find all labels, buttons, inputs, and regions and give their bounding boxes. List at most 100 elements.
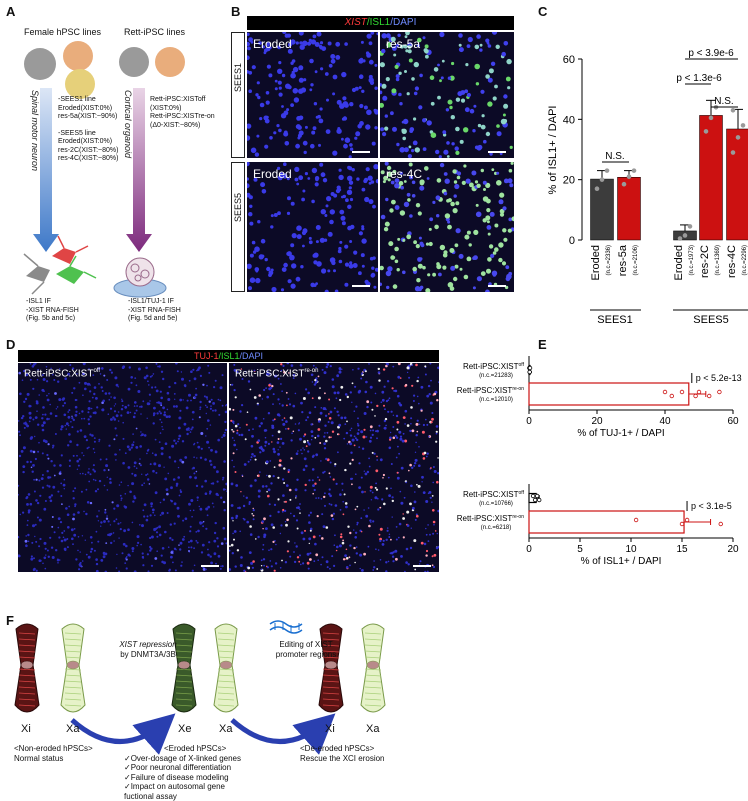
cell-nucleus-dot xyxy=(424,571,426,572)
cell-nucleus-dot xyxy=(405,410,408,413)
cell-nucleus-dot xyxy=(380,91,382,95)
cell-nucleus-dot xyxy=(385,198,388,201)
cell-nucleus-dot xyxy=(342,501,344,503)
cell-nucleus-dot xyxy=(129,491,132,494)
cell-nucleus-dot xyxy=(117,523,119,525)
cell-nucleus-dot xyxy=(298,65,303,70)
cell-nucleus-dot xyxy=(427,273,430,276)
cell-nucleus-dot xyxy=(340,509,342,511)
cell-nucleus-dot xyxy=(372,429,374,431)
cell-nucleus-dot xyxy=(427,524,429,526)
cell-nucleus-dot xyxy=(113,532,115,534)
cell-nucleus-dot xyxy=(25,423,28,426)
cell-nucleus-dot xyxy=(68,409,70,411)
cell-nucleus-dot xyxy=(192,467,195,470)
cell-nucleus-dot xyxy=(132,550,134,552)
cell-nucleus-dot xyxy=(188,550,190,552)
cell-nucleus-dot xyxy=(52,486,55,489)
cell-nucleus-dot xyxy=(324,407,327,410)
cell-nucleus-dot xyxy=(320,412,323,415)
cell-nucleus-dot xyxy=(509,169,513,173)
cell-nucleus-dot xyxy=(412,429,415,432)
cell-nucleus-dot xyxy=(267,65,271,69)
cell-nucleus-dot xyxy=(199,408,201,410)
cell-nucleus-dot xyxy=(116,504,119,507)
data-point xyxy=(704,129,709,134)
cell-nucleus-dot xyxy=(121,399,122,400)
cell-nucleus-dot xyxy=(78,568,80,570)
cell-nucleus-dot xyxy=(127,445,130,448)
cell-nucleus-dot xyxy=(279,459,282,462)
cell-nucleus-dot xyxy=(225,489,226,490)
cell-nucleus-dot xyxy=(108,392,110,394)
cell-nucleus-dot xyxy=(437,457,439,459)
cell-nucleus-dot xyxy=(269,136,273,140)
cell-nucleus-dot xyxy=(42,452,44,454)
cell-nucleus-dot xyxy=(41,424,44,427)
organoid-dish-icon xyxy=(114,258,166,297)
cell-nucleus-dot xyxy=(318,420,321,423)
cell-nucleus-dot xyxy=(315,42,320,47)
cell-nucleus-dot xyxy=(248,429,250,431)
cell-nucleus-dot xyxy=(82,535,83,536)
cell-nucleus-dot xyxy=(376,32,378,35)
cell-nucleus-dot xyxy=(178,438,180,440)
cell-nucleus-dot xyxy=(78,465,80,467)
cell-nucleus-dot xyxy=(404,440,407,443)
cell-nucleus-dot xyxy=(168,415,171,418)
cell-nucleus-dot xyxy=(161,448,163,450)
cell-nucleus-dot xyxy=(335,55,340,60)
cell-nucleus-dot xyxy=(282,494,285,497)
cell-nucleus-dot xyxy=(134,405,136,407)
data-point xyxy=(670,394,674,398)
cell-nucleus-dot xyxy=(231,544,234,547)
cell-nucleus-dot xyxy=(224,421,226,423)
cell-nucleus-dot xyxy=(190,370,193,373)
cell-nucleus-dot xyxy=(55,433,57,435)
cell-nucleus-dot xyxy=(342,96,346,100)
colony-orange-icon xyxy=(155,47,185,77)
cell-nucleus-dot xyxy=(281,105,284,108)
cell-nucleus-dot xyxy=(329,503,331,505)
cell-nucleus-dot xyxy=(346,566,349,569)
cell-nucleus-dot xyxy=(302,245,305,248)
cell-nucleus-dot xyxy=(370,437,372,439)
cell-nucleus-dot xyxy=(413,400,415,402)
cell-nucleus-dot xyxy=(294,561,296,563)
cell-nucleus-dot xyxy=(464,275,469,280)
cell-nucleus-dot xyxy=(365,515,368,518)
cell-nucleus-dot xyxy=(30,450,33,453)
cell-nucleus-dot xyxy=(130,376,133,379)
cell-nucleus-dot xyxy=(376,430,379,433)
cell-nucleus-dot xyxy=(105,464,108,467)
cell-nucleus-dot xyxy=(492,32,497,35)
cell-nucleus-dot xyxy=(137,390,140,393)
cell-nucleus-dot xyxy=(145,367,148,370)
cell-nucleus-dot xyxy=(285,428,287,430)
cell-nucleus-dot xyxy=(146,519,149,522)
cell-nucleus-dot xyxy=(442,266,446,270)
cell-nucleus-dot xyxy=(70,421,72,423)
cell-nucleus-dot xyxy=(324,239,327,242)
cell-nucleus-dot xyxy=(226,490,227,492)
cell-nucleus-dot xyxy=(263,517,266,520)
cell-nucleus-dot xyxy=(137,535,140,538)
data-point xyxy=(595,186,600,191)
cell-nucleus-dot xyxy=(75,414,78,417)
cell-nucleus-dot xyxy=(263,116,268,121)
cell-nucleus-dot xyxy=(456,98,460,102)
cell-nucleus-dot xyxy=(297,450,299,452)
cell-nucleus-dot xyxy=(26,503,29,506)
cell-nucleus-dot xyxy=(125,558,127,560)
cell-nucleus-dot xyxy=(424,543,427,546)
cell-nucleus-dot xyxy=(300,564,302,566)
cell-nucleus-dot xyxy=(318,497,320,499)
cell-nucleus-dot xyxy=(385,162,389,166)
cell-nucleus-dot xyxy=(311,435,313,437)
cell-nucleus-dot xyxy=(133,441,135,443)
cell-nucleus-dot xyxy=(499,193,504,198)
cell-nucleus-dot xyxy=(54,531,56,533)
cell-nucleus-dot xyxy=(281,560,283,562)
cell-nucleus-dot xyxy=(34,436,35,437)
cells-pattern xyxy=(18,363,227,572)
